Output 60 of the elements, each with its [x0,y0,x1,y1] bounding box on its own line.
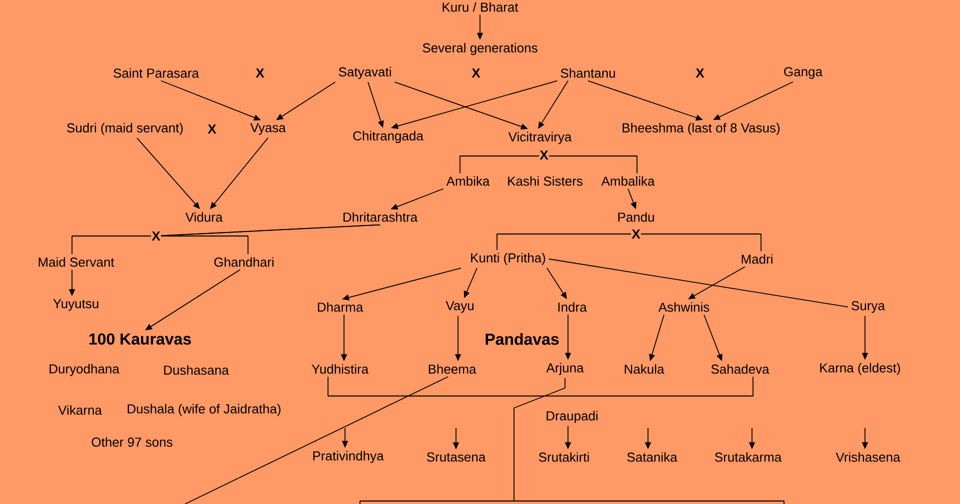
person-name: Dhritarashtra [344,212,418,222]
person-name: Srutakirti [538,452,589,462]
person-name: Ganga [784,67,823,79]
person-name: Dharma [318,302,364,312]
edge-label: X [539,150,549,160]
person-name: Ambalika [601,176,655,186]
person-name: Yuyutsu [53,299,98,311]
cross-mark: X [696,68,704,78]
person-name: Dushasana [164,365,229,375]
person-name: Bheema [428,364,476,374]
connector-line [184,376,448,504]
person-name: Madri [742,254,772,264]
person-name: Bheeshma (last of 8 Vasus) [622,122,780,136]
person-name: Vrishasena [836,452,900,462]
generation-note: Several generations [422,42,538,56]
person-name: Nakula [624,364,664,374]
cross-mark: X [472,68,480,78]
person-name: Other 97 sons [92,437,172,447]
person-name: Saint Parasara [114,68,199,78]
person-name: Dushala (wife of Jaidratha) [128,404,280,416]
person-name: Arjuna [546,362,584,376]
cross-mark: X [256,68,264,78]
person-name: Satyavati [338,66,391,80]
group-heading: 100 Kauravas [89,333,191,345]
group-heading: Pandavas [486,333,559,345]
person-name: Maid Servant [38,257,114,267]
person-name: Srutakarma [715,452,782,462]
person-name: Pandu [618,212,654,222]
connector-line [548,258,848,308]
person-name: Duryodhana [50,364,120,376]
person-name: Karna (eldest) [820,362,900,376]
person-name: Indra [558,302,587,312]
person-name: Vikarna [58,405,102,415]
person-name: Vicitravirya [508,132,572,144]
marriage-bracket [328,376,754,396]
person-name: Satanika [627,452,678,462]
person-name: Surya [852,301,885,313]
person-name: Ghandhari [214,257,274,267]
person-name: Vyasa [250,123,286,135]
connector-line [514,378,566,502]
person-name: Sahadeva [711,364,770,374]
person-name: Vayu [446,301,474,313]
person-name: Srutasena [426,452,486,462]
cross-mark: X [208,124,216,134]
person-name: Prativindhya [313,450,384,464]
edge-label: X [631,228,641,240]
person-name: Ashwinis [658,302,710,312]
person-name: Draupadi [546,410,598,424]
person-name: Yudhistira [312,364,369,374]
lineage-label: Kuru / Bharat [442,2,518,12]
person-name: Chitrangada [353,130,424,144]
marriage-bracket [460,156,638,174]
family-label: Kashi Sisters [508,176,582,186]
edge-label: X [151,230,161,242]
person-name: Sudri (maid servant) [67,122,183,136]
person-name: Shantanu [560,68,615,78]
person-name: Ambika [446,176,490,186]
person-name: Kunti (Pritha) [471,252,546,266]
marriage-bracket [496,234,762,252]
person-name: Vidura [185,212,223,222]
